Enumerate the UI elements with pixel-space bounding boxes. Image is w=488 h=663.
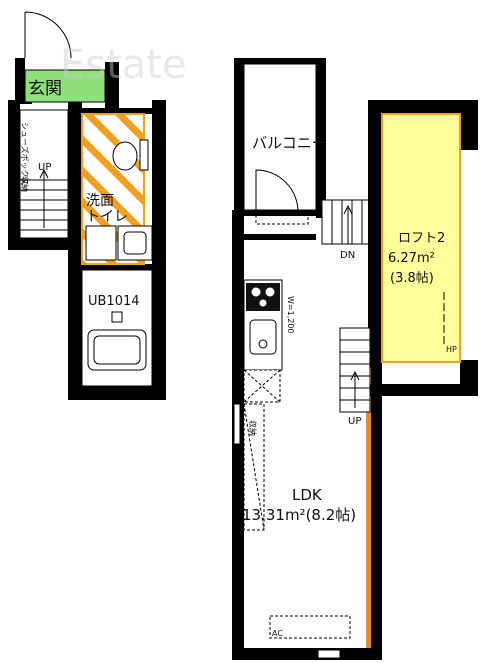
stair-up-label: UP <box>38 162 51 173</box>
drain <box>111 311 123 323</box>
hp-label: HP <box>446 345 457 354</box>
loft-floor <box>381 113 461 363</box>
closet-label: 収納 <box>248 420 258 436</box>
unit-bath-label: UB1014 <box>88 294 140 309</box>
aircon-label: AC <box>272 629 283 638</box>
up-arrow-head <box>39 168 49 179</box>
stair-up-label-right: UP <box>348 416 361 427</box>
ldk-area: 13.31m²(8.2帖) <box>242 506 356 524</box>
wall <box>82 108 166 114</box>
washer-pan <box>85 225 117 261</box>
wall <box>316 58 326 218</box>
entrance-door <box>24 11 72 59</box>
wall <box>232 210 316 216</box>
loft-tatami: (3.8帖) <box>390 271 434 286</box>
width-note: W=1,200 <box>286 296 295 334</box>
wall <box>68 100 82 400</box>
storage-label: 収納 <box>20 176 30 192</box>
wall <box>368 384 478 396</box>
wall <box>82 264 166 270</box>
wall <box>152 100 166 400</box>
orange-edge <box>366 368 371 648</box>
watermark: Estate <box>60 42 187 88</box>
left-unit: 玄関 UP シューズボックス 収納 洗面 トイレ UB1014 <box>8 11 166 400</box>
wall <box>244 234 316 240</box>
wall <box>8 100 20 250</box>
wall <box>234 58 326 64</box>
wall <box>370 360 382 660</box>
loft-name: ロフト2 <box>398 231 445 246</box>
toilet <box>112 141 138 171</box>
window <box>233 403 241 445</box>
washroom-label-1: 洗面 <box>86 193 114 209</box>
ldk-name: LDK <box>292 486 323 504</box>
bottom-storage <box>269 615 351 639</box>
balcony-door <box>255 169 299 213</box>
front-door <box>317 649 341 659</box>
wall <box>8 238 78 250</box>
shoe-box-label: シューズボックス <box>20 122 30 185</box>
stair-dn-label: DN <box>340 250 355 261</box>
loft-area: 6.27m² <box>388 251 435 266</box>
sink <box>249 319 277 355</box>
entrance-label: 玄関 <box>28 79 62 99</box>
wall <box>105 62 119 112</box>
wall <box>368 100 382 362</box>
balcony-label: バルコニー <box>252 134 327 152</box>
washroom-label-2: トイレ <box>86 209 128 225</box>
wall <box>368 100 478 114</box>
wall <box>15 58 25 102</box>
right-unit: バルコニー DN ロフト2 6.27m² (3.8帖) H <box>232 58 478 660</box>
entrance-floor <box>24 69 106 103</box>
wall <box>234 58 244 218</box>
wall <box>460 100 478 150</box>
wall <box>68 386 164 400</box>
toilet-tank <box>139 139 149 171</box>
wall <box>232 648 382 660</box>
upper-stair <box>321 199 373 245</box>
